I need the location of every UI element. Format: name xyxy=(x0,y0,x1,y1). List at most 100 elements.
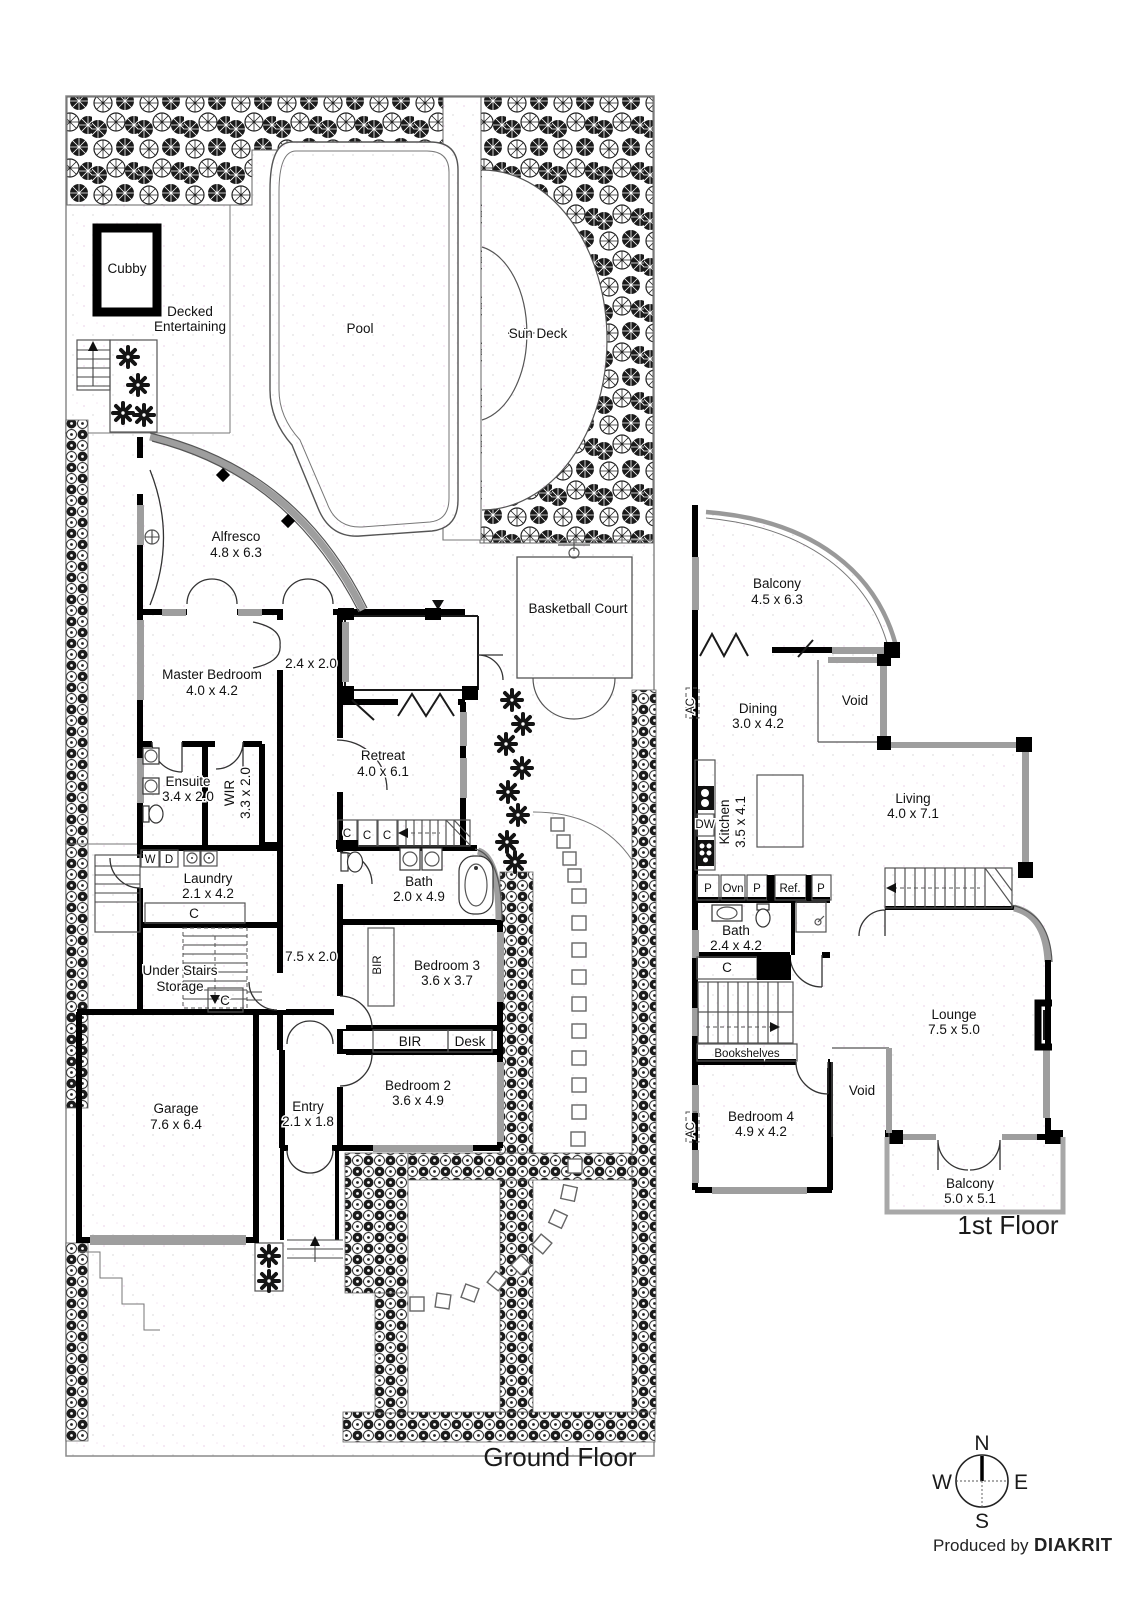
room-dims-bed4: 4.9 x 4.2 xyxy=(735,1124,787,1139)
ff-labels: Balcony 4.5 x 6.3 Dining 3.0 x 4.2 Void … xyxy=(684,575,998,1208)
room-label-balcony2: Balcony xyxy=(946,1176,994,1191)
alfresco-curved-window xyxy=(149,433,367,612)
room-label-bed2: Bedroom 2 xyxy=(385,1078,451,1093)
basin-icon xyxy=(424,851,440,867)
compass-south-label: S xyxy=(975,1510,989,1533)
room-label-bath-ff: Bath xyxy=(722,923,750,938)
room-dims-laundry: 2.1 x 4.2 xyxy=(182,886,234,901)
flower-icon xyxy=(126,373,150,397)
room-label-retreat: Retreat xyxy=(361,748,406,763)
kitchen-island xyxy=(756,774,804,848)
room-label-sundeck: Sun Deck xyxy=(509,326,568,341)
room-label-living: Living xyxy=(895,791,930,806)
basin-icon xyxy=(716,906,738,920)
gf-joinery xyxy=(140,819,493,1053)
compass-west-label: W xyxy=(932,1471,952,1494)
stepping-stones xyxy=(409,811,633,1312)
stairs-up-arrow-icon xyxy=(88,341,98,351)
front-garden-strip xyxy=(407,1152,633,1181)
room-dims-dining: 3.0 x 4.2 xyxy=(732,716,784,731)
closet-label: C xyxy=(343,828,351,840)
robe-label-bir: BIR xyxy=(399,1034,422,1049)
shower xyxy=(795,901,827,933)
plant-border-left xyxy=(65,419,89,1109)
balcony-curved-rail xyxy=(705,509,901,655)
ff-balcony2 xyxy=(884,1137,1066,1215)
room-label-wir: WIR xyxy=(222,780,237,806)
stair-arrow-icon xyxy=(886,883,896,893)
gf-fixtures xyxy=(142,529,494,915)
front-garden-bed-lower xyxy=(374,1292,409,1414)
room-dims-wir: 3.3 x 2.0 xyxy=(238,767,253,819)
basketball-hoop-icon xyxy=(558,539,590,559)
room-dims-bath-gf: 2.0 x 4.9 xyxy=(393,889,445,904)
cubby-walls xyxy=(92,223,162,317)
gf-windows xyxy=(90,505,504,1245)
closet-label: C xyxy=(189,906,199,921)
dishwasher-label: DW xyxy=(695,819,714,831)
pool-shape xyxy=(269,141,459,537)
gf-labels: Cubby Decked Entertaining Pool Sun Deck … xyxy=(106,260,629,1134)
room-label-master: Master Bedroom xyxy=(162,667,262,682)
room-label-ensuite: Ensuite xyxy=(165,774,210,789)
decked-entertaining-area xyxy=(65,205,231,434)
room-label-decked-2: Entertaining xyxy=(154,319,226,334)
flower-icon xyxy=(116,345,140,369)
balcony-curved-rail-inner xyxy=(705,517,891,655)
room-dims-balcony1: 4.5 x 6.3 xyxy=(751,592,803,607)
ac-unit-icon xyxy=(685,1111,700,1143)
fridge-label: Ref. xyxy=(779,883,800,895)
front-yard xyxy=(65,843,284,1331)
dryer-label: D xyxy=(165,854,173,866)
plant-border-left-lower xyxy=(65,1242,89,1442)
room-dims-bath-ff: 2.4 x 4.2 xyxy=(710,938,762,953)
front-garden-bed xyxy=(344,1152,409,1294)
room-dims-bed2: 3.6 x 4.9 xyxy=(392,1093,444,1108)
sun-deck-arrow-icon xyxy=(524,328,535,338)
folding-door-zigzag xyxy=(397,692,455,718)
bathtub-icon xyxy=(458,855,494,915)
plant-border-house-east xyxy=(499,871,534,1413)
room-label-bed4: Bedroom 4 xyxy=(728,1109,795,1124)
curved-corner-window xyxy=(1013,904,1052,963)
plant-border-bottom xyxy=(342,1411,656,1443)
post-icon xyxy=(215,467,231,483)
ac-label: AC xyxy=(685,1122,697,1138)
room-label-court: Basketball Court xyxy=(528,601,627,616)
first-floor-plan: Balcony 4.5 x 6.3 Dining 3.0 x 4.2 Void … xyxy=(684,505,1066,1240)
room-dims-retreat: 4.0 x 6.1 xyxy=(357,764,409,779)
room-label-dining: Dining xyxy=(739,701,777,716)
open-door-leaf xyxy=(351,699,375,721)
downpipe-marker-icon xyxy=(432,600,444,610)
room-label-decked-1: Decked xyxy=(167,304,213,319)
sun-deck-area xyxy=(482,170,607,510)
toilet-icon xyxy=(755,908,771,928)
toilet-icon xyxy=(346,851,364,873)
ac-unit-icon xyxy=(685,687,700,719)
plant-border-right xyxy=(631,689,657,1415)
closet-label: C xyxy=(363,830,371,842)
closet-label: C xyxy=(383,830,391,842)
room-dims-garage: 7.6 x 6.4 xyxy=(150,1117,202,1132)
pantry-label: P xyxy=(704,883,712,895)
robe-label-bir: BIR xyxy=(372,955,384,974)
room-dims-lounge: 7.5 x 5.0 xyxy=(928,1022,980,1037)
room-dims-living: 4.0 x 7.1 xyxy=(887,806,939,821)
ff-main-floor xyxy=(695,652,1046,1137)
flower-icon xyxy=(257,1244,281,1268)
folding-door-zigzag xyxy=(699,631,749,659)
room-label-void2: Void xyxy=(849,1083,875,1098)
ground-floor-plan: Cubby Decked Entertaining Pool Sun Deck … xyxy=(65,95,657,1472)
stair-arrow-icon xyxy=(398,828,408,838)
basin-icon xyxy=(144,749,158,763)
sun-deck-outer-arc xyxy=(481,169,608,511)
compass-north-label: N xyxy=(974,1432,989,1455)
credit-prefix: Produced by xyxy=(933,1536,1029,1555)
bookshelves-unit xyxy=(696,1043,798,1062)
room-label-alfresco: Alfresco xyxy=(212,529,261,544)
pantry-label: P xyxy=(817,883,825,895)
room-dims-bed3: 3.6 x 3.7 xyxy=(421,973,473,988)
ff-balcony2-floor xyxy=(887,1137,1063,1212)
ff-bath xyxy=(711,901,827,988)
